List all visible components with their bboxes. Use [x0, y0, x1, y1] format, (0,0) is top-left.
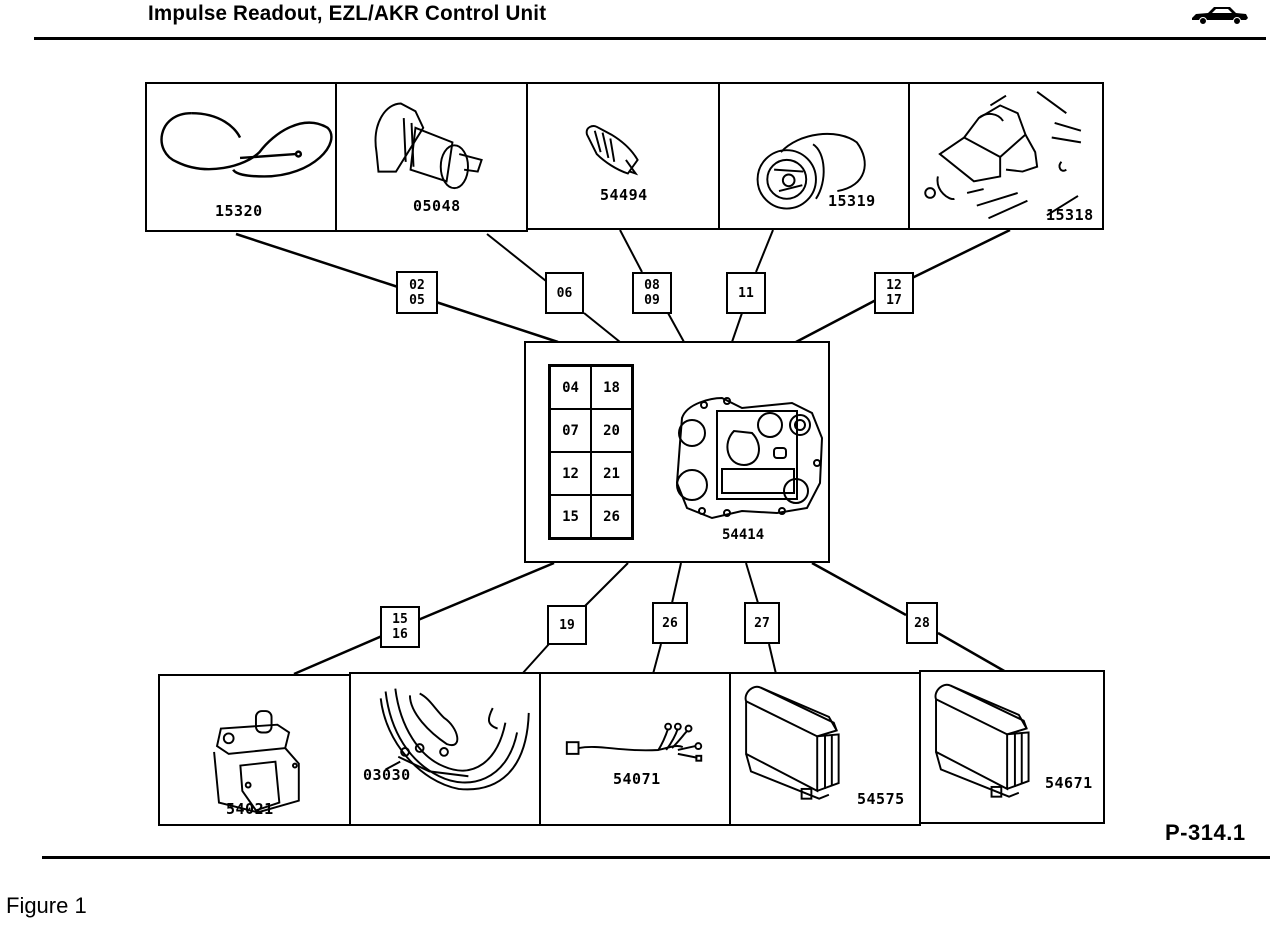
line-center-03030: [584, 562, 629, 607]
line-center-54071: [671, 562, 682, 604]
line-05048-center: [583, 312, 621, 343]
center-unit-54414: 04 18 07 20 12 21 15 26 54414: [524, 341, 830, 563]
part-15319: 15319: [718, 82, 910, 230]
line-54671: [937, 631, 1007, 674]
pin-cell: 20: [591, 409, 632, 452]
part-number: 15320: [215, 202, 263, 220]
part-number: 15318: [1046, 206, 1094, 224]
pin-grid: 04 18 07 20 12 21 15 26: [548, 364, 634, 540]
pin-cell: 04: [550, 366, 591, 409]
pin-cell: 07: [550, 409, 591, 452]
part-54071: 54071: [539, 672, 731, 826]
pin-tag-28: 28: [906, 602, 938, 644]
line-03030: [521, 643, 550, 675]
part-54575: 54575: [729, 672, 921, 826]
part-number: 54071: [613, 770, 661, 788]
part-number: 54575: [857, 790, 905, 808]
line-center-54671: [811, 561, 907, 617]
part-15318: 15318: [908, 82, 1104, 230]
line-54575: [768, 643, 777, 675]
control-module-icon: [934, 683, 1030, 798]
plug-connector-icon: [756, 132, 866, 210]
figure-caption: Figure 1: [6, 893, 87, 918]
line-center-54575: [745, 562, 759, 604]
adapter-icon: [374, 102, 483, 190]
part-15320: 15320: [145, 82, 337, 232]
line-54494-center: [667, 312, 685, 343]
sensor-icon: [585, 125, 639, 176]
line-15319: [755, 229, 774, 273]
part-number: 54414: [722, 527, 765, 543]
line-05048: [486, 233, 547, 282]
part-54494: 54494: [526, 82, 720, 230]
pin-cell: 12: [550, 452, 591, 495]
installed-connector-icon: [924, 90, 1082, 220]
line-15319-center: [731, 312, 743, 343]
pin-tag-06: 06: [545, 272, 584, 314]
pin-cell: 18: [591, 366, 632, 409]
page-title: Impulse Readout, EZL/AKR Control Unit: [148, 2, 547, 25]
part-54021: 54021: [158, 674, 351, 826]
part-54671: 54671: [919, 670, 1105, 824]
part-number: 03030: [363, 766, 411, 784]
part-number: 54021: [226, 800, 274, 818]
part-03030: 03030: [349, 672, 541, 826]
line-54494: [619, 229, 643, 273]
pin-tag-27: 27: [744, 602, 780, 644]
pin-tag-11: 11: [726, 272, 766, 314]
line-15320: [235, 232, 399, 289]
part-number: 15319: [828, 192, 876, 210]
footer-rule: [42, 856, 1270, 859]
header-rule: [34, 37, 1266, 40]
pin-cell: 15: [550, 495, 591, 538]
pin-cell: 26: [591, 495, 632, 538]
page-reference: P-314.1: [1165, 820, 1246, 845]
pin-cell: 21: [591, 452, 632, 495]
line-15318: [911, 228, 1011, 280]
sensor-lead-icon: [565, 722, 703, 762]
line-15320-center: [435, 300, 559, 344]
ignition-coil-icon: [213, 710, 300, 814]
car-icon: [1192, 7, 1248, 25]
wiring-harness-icon: [379, 688, 530, 791]
control-module-icon: [744, 685, 840, 800]
control-unit-connector-icon: [675, 396, 824, 520]
part-05048: 05048: [335, 82, 528, 232]
pin-tag-19: 19: [547, 605, 587, 645]
line-54071: [652, 643, 662, 675]
line-54021: [293, 634, 383, 676]
part-number: 05048: [413, 197, 461, 215]
pin-tag-26: 26: [652, 602, 688, 644]
line-center-54021: [417, 561, 555, 622]
part-number: 54671: [1045, 774, 1093, 792]
line-15318-center: [795, 298, 877, 344]
cable-icon: [160, 111, 333, 178]
part-number: 54494: [600, 186, 648, 204]
